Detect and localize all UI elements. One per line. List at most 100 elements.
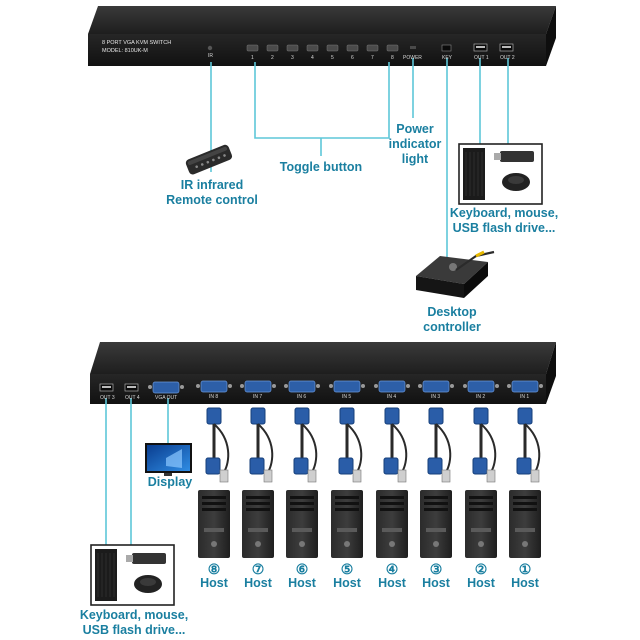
usb-plug-1 bbox=[530, 469, 540, 483]
host-tower-4 bbox=[376, 490, 408, 558]
keyboard-label-top: Keyboard, mouse, USB flash drive... bbox=[444, 206, 564, 236]
port-screw bbox=[507, 384, 511, 388]
drive-bay bbox=[290, 502, 314, 505]
power-button-icon bbox=[344, 541, 350, 547]
port-screw bbox=[361, 384, 365, 388]
host-number: ⑧ bbox=[207, 561, 221, 577]
vga-in-port-4 bbox=[378, 380, 406, 393]
vga-plug-top-3 bbox=[428, 407, 444, 425]
vga-in-label-1: IN 1 bbox=[520, 394, 530, 400]
kvm-switch-front bbox=[88, 6, 556, 66]
drive-bay bbox=[469, 508, 493, 511]
host-number: ④ bbox=[385, 561, 399, 577]
peripherals-panel-top bbox=[458, 143, 543, 205]
button-number-4: 4 bbox=[311, 55, 314, 61]
vga-plug-bottom-7 bbox=[249, 457, 265, 475]
usb-cable-1 bbox=[524, 423, 541, 473]
button-number-7: 7 bbox=[371, 55, 374, 61]
host-number: ③ bbox=[429, 561, 443, 577]
tower-badge bbox=[337, 528, 357, 532]
toggle-button-1[interactable] bbox=[246, 44, 259, 52]
vga-in-label-6: IN 6 bbox=[297, 394, 307, 400]
vga-in-port-6 bbox=[288, 380, 316, 393]
tower-badge bbox=[248, 528, 268, 532]
desktop-controller-image bbox=[416, 250, 495, 298]
ir-remote-control bbox=[185, 144, 233, 175]
host-text: Host bbox=[244, 576, 272, 590]
toggle-button-6[interactable] bbox=[346, 44, 359, 52]
drive-bay bbox=[424, 496, 448, 499]
host-text: Host bbox=[511, 576, 539, 590]
drive-bay bbox=[380, 502, 404, 505]
vga-in-port-5 bbox=[333, 380, 361, 393]
vga-plug-bottom-2 bbox=[472, 457, 488, 475]
host-tower-8 bbox=[198, 490, 230, 558]
power-indicator-line2: indicator bbox=[388, 137, 442, 151]
host-number: ⑦ bbox=[251, 561, 265, 577]
out3-label: OUT 3 bbox=[100, 395, 115, 401]
host-tower-7 bbox=[242, 490, 274, 558]
button-number-2: 2 bbox=[271, 55, 274, 61]
usb-flash-drive-image bbox=[500, 151, 534, 162]
usb-cable-5 bbox=[346, 423, 363, 473]
host-text: Host bbox=[467, 576, 495, 590]
desktop-controller-line2: controller bbox=[423, 320, 481, 334]
tower-badge bbox=[382, 528, 402, 532]
vga-in-port-8 bbox=[200, 380, 228, 393]
keyboard-top-line1: Keyboard, mouse, bbox=[449, 206, 559, 220]
toggle-button-2[interactable] bbox=[266, 44, 279, 52]
vga-plug-bottom-6 bbox=[293, 457, 309, 475]
power-button-icon bbox=[299, 541, 305, 547]
toggle-button-7[interactable] bbox=[366, 44, 379, 52]
vga-in-port-3 bbox=[422, 380, 450, 393]
power-indicator-label: Power indicator light bbox=[385, 122, 445, 167]
ir-sensor bbox=[207, 45, 213, 51]
usb-cable-3 bbox=[435, 423, 452, 473]
model-line-2: MODEL: 810UK-M bbox=[102, 48, 148, 54]
toggle-button-4[interactable] bbox=[306, 44, 319, 52]
usb-plug-4 bbox=[397, 469, 407, 483]
vga-plug-bottom-3 bbox=[427, 457, 443, 475]
vga-plug-top-6 bbox=[294, 407, 310, 425]
usb-plug-7 bbox=[263, 469, 273, 483]
host-text: Host bbox=[200, 576, 228, 590]
drive-bay bbox=[246, 508, 270, 511]
host-tower-1 bbox=[509, 490, 541, 558]
toggle-button-5[interactable] bbox=[326, 44, 339, 52]
vga-in-label-4: IN 4 bbox=[387, 394, 397, 400]
host-text: Host bbox=[378, 576, 406, 590]
toggle-button-3[interactable] bbox=[286, 44, 299, 52]
host-text: Host bbox=[422, 576, 450, 590]
power-button-icon bbox=[255, 541, 261, 547]
keyboard-label-bottom: Keyboard, mouse, USB flash drive... bbox=[74, 608, 194, 638]
power-label: POWER bbox=[403, 55, 422, 61]
drive-bay bbox=[202, 508, 226, 511]
usb-cable-6 bbox=[301, 423, 318, 473]
port-screw bbox=[272, 384, 276, 388]
keyboard-bottom-line2: USB flash drive... bbox=[82, 623, 186, 637]
host-tower-2 bbox=[465, 490, 497, 558]
power-led bbox=[410, 46, 416, 49]
vga-plug-bottom-8 bbox=[205, 457, 221, 475]
drive-bay bbox=[380, 508, 404, 511]
drive-bay bbox=[335, 496, 359, 499]
switch-top-face-rear bbox=[90, 342, 556, 374]
desktop-controller-label: Desktop controller bbox=[412, 305, 492, 335]
toggle-buttons bbox=[246, 44, 399, 52]
power-button-icon bbox=[433, 541, 439, 547]
usb-plug-8 bbox=[219, 469, 229, 483]
drive-bay bbox=[335, 508, 359, 511]
toggle-button-8[interactable] bbox=[386, 44, 399, 52]
drive-bay bbox=[202, 496, 226, 499]
host-text: Host bbox=[333, 576, 361, 590]
vga-in-port-7 bbox=[244, 380, 272, 393]
ir-remote-label-line2: Remote control bbox=[166, 193, 258, 207]
host-number: ⑥ bbox=[295, 561, 309, 577]
port-screw bbox=[329, 384, 333, 388]
port-screw bbox=[228, 384, 232, 388]
vga-plug-top-1 bbox=[517, 407, 533, 425]
